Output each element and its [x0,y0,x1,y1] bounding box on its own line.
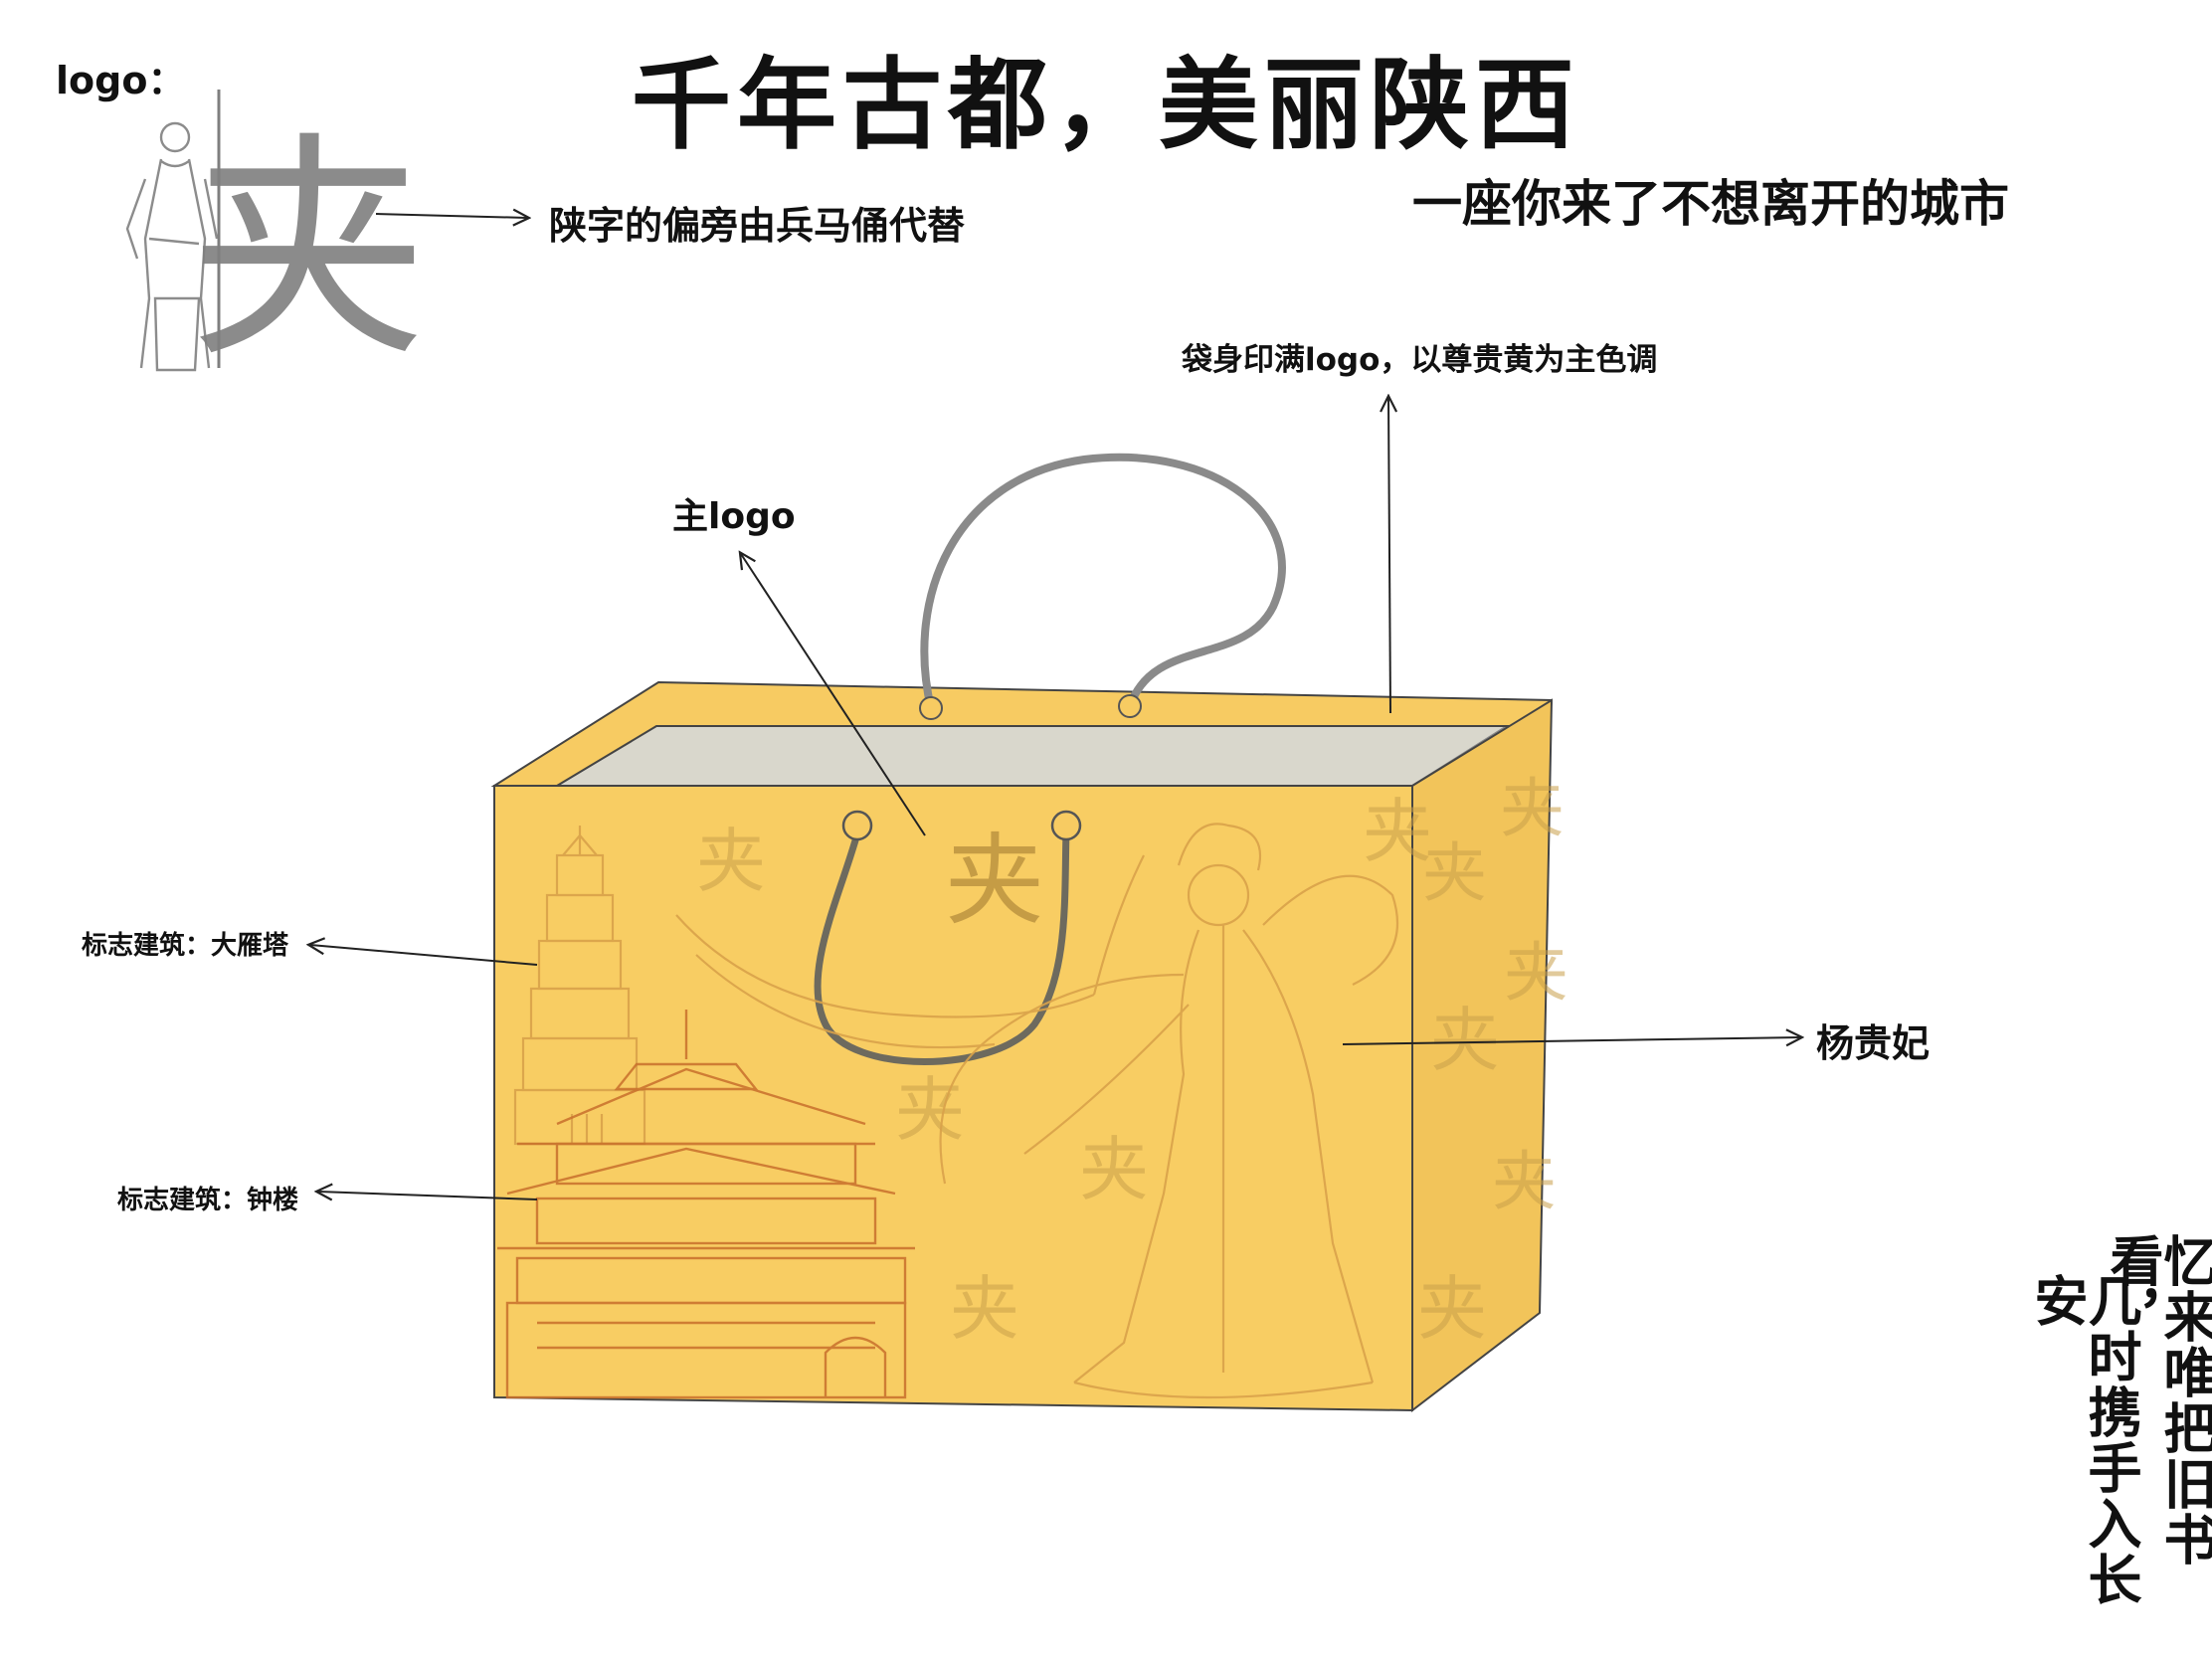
slogan: 一座你来了不想离开的城市 [1412,175,2009,233]
poem-line-1: 忆来唯把旧书看， [2101,1233,2212,1567]
logo-label: logo： [56,59,186,102]
pattern-logo: 夹 [1422,836,1487,911]
bell-tower-drawing [497,1010,915,1399]
bell-tower-note: 标志建筑：钟楼 [117,1186,299,1215]
pattern-logo: 夹 [950,1268,1019,1350]
warrior-figure-icon [125,121,219,372]
logo-pattern: 夹 夹 夹 夹 夹 夹 夹 夹 夹 夹 夹 [696,772,1568,1350]
back-handle [920,453,1286,712]
pattern-logo: 夹 [1504,936,1568,1011]
pattern-logo: 夹 [1492,1145,1557,1219]
pattern-logo: 夹 [1500,772,1565,846]
poem-line-2: 几时携手入长安 [2025,1273,2141,1607]
bag-front [493,785,1413,1412]
pattern-logo: 夹 [1430,1000,1500,1081]
page-title: 千年古都，美丽陕西 [632,47,1580,163]
main-logo: 夹 [945,823,1044,939]
pattern-logo: 夹 [1079,1129,1149,1210]
logo-mark: 夹 [125,90,428,390]
yang-guifei-drawing [675,823,1399,1399]
bag-inner [553,725,1511,787]
main-logo-note: 主logo [672,496,796,537]
pattern-logo: 夹 [1417,1268,1487,1350]
bag-pattern-note: 袋身印满logo，以尊贵黄为主色调 [1182,342,1658,378]
front-handle [814,828,1070,1065]
logo-note: 陕字的偏旁由兵马俑代替 [549,204,966,248]
pagoda-note: 标志建筑：大雁塔 [82,931,289,961]
pattern-logo: 夹 [696,821,766,902]
pattern-logo: 夹 [1363,791,1432,872]
yang-guifei-note: 杨贵妃 [1816,1021,1931,1065]
logo-glyph: 夹 [189,111,428,390]
